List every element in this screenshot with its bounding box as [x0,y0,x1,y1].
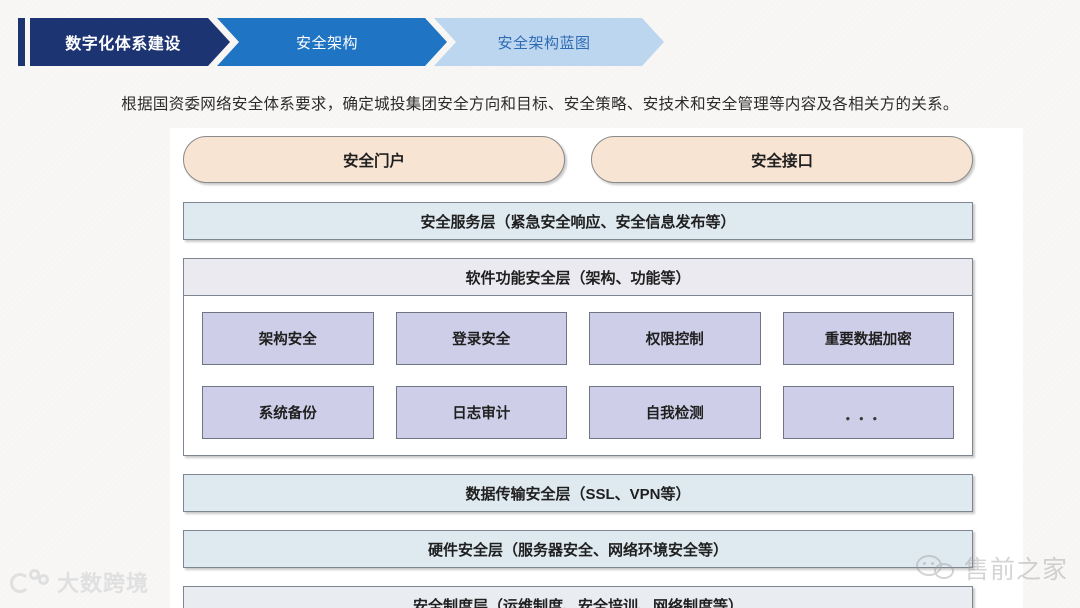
breadcrumb-step-2-label: 安全架构 [295,34,358,52]
software-cell-row-1: 架构安全 登录安全 权限控制 重要数据加密 [202,312,954,365]
cell-self-detection-label: 自我检测 [645,406,704,422]
layer-software-function-body: 架构安全 登录安全 权限控制 重要数据加密 系统备份 日志审计 [184,296,972,455]
breadcrumb-step-1[interactable]: 数字化体系建设 [30,18,230,66]
layer-software-function-header: 软件功能安全层（架构、功能等） [184,259,972,296]
layer-software-function-header-label: 软件功能安全层（架构、功能等） [465,269,691,287]
cell-important-data-encryption[interactable]: 重要数据加密 [782,312,954,365]
pill-security-portal[interactable]: 安全门户 [183,136,565,183]
breadcrumb-accent-bar [18,18,25,66]
cell-more-ellipsis-label: ．．． [843,405,893,424]
breadcrumb-step-2[interactable]: 安全架构 [217,18,447,66]
watermark-left-text: 大数跨境 [57,571,150,596]
breadcrumb-step-3[interactable]: 安全架构蓝图 [434,18,664,66]
cell-log-audit[interactable]: 日志审计 [395,386,567,439]
security-architecture-diagram: 安全门户 安全接口 安全服务层（紧急安全响应、安全信息发布等） 软件功能安全层（… [183,136,973,608]
cell-login-security[interactable]: 登录安全 [395,312,567,365]
top-pill-row: 安全门户 安全接口 [183,136,973,183]
layer-security-service-label: 安全服务层（紧急安全响应、安全信息发布等） [420,213,736,231]
software-cell-row-2: 系统备份 日志审计 自我检测 ．．． [202,386,954,439]
dashukuajing-logo-icon [10,569,50,595]
slide-description: 根据国资委网络安全体系要求，确定城投集团安全方向和目标、安全策略、安技术和安全管… [121,96,959,113]
layer-hardware-security-label: 硬件安全层（服务器安全、网络环境安全等） [427,541,728,559]
breadcrumb-step-1-label: 数字化体系建设 [65,36,181,53]
cell-log-audit-label: 日志审计 [452,406,511,422]
layer-security-policy[interactable]: 安全制度层（运维制度、安全培训、网络制度等） [183,586,973,608]
cell-permission-control-label: 权限控制 [645,332,704,348]
layer-security-policy-label: 安全制度层（运维制度、安全培训、网络制度等） [412,597,743,608]
cell-self-detection[interactable]: 自我检测 [589,386,761,439]
breadcrumb-step-3-label: 安全架构蓝图 [497,34,591,52]
pill-security-interface-label: 安全接口 [750,152,813,170]
layer-security-service[interactable]: 安全服务层（紧急安全响应、安全信息发布等） [183,202,973,240]
layer-data-transmission-label: 数据传输安全层（SSL、VPN等） [465,485,691,503]
cell-system-backup-label: 系统备份 [258,406,317,422]
pill-security-portal-label: 安全门户 [342,152,405,170]
layer-data-transmission[interactable]: 数据传输安全层（SSL、VPN等） [183,474,973,512]
cell-architecture-security[interactable]: 架构安全 [202,312,374,365]
cell-important-data-encryption-label: 重要数据加密 [824,332,912,348]
cell-more-ellipsis[interactable]: ．．． [782,386,954,439]
pill-security-interface[interactable]: 安全接口 [591,136,973,183]
layer-hardware-security[interactable]: 硬件安全层（服务器安全、网络环境安全等） [183,530,973,568]
layer-software-function: 软件功能安全层（架构、功能等） 架构安全 登录安全 权限控制 重要数据加密 [183,258,973,456]
cell-login-security-label: 登录安全 [452,332,511,348]
cell-system-backup[interactable]: 系统备份 [202,386,374,439]
cell-permission-control[interactable]: 权限控制 [589,312,761,365]
watermark-left: 大数跨境 [10,566,149,598]
cell-architecture-security-label: 架构安全 [258,332,317,348]
breadcrumb: 数字化体系建设 安全架构 安全架构蓝图 [18,18,664,66]
